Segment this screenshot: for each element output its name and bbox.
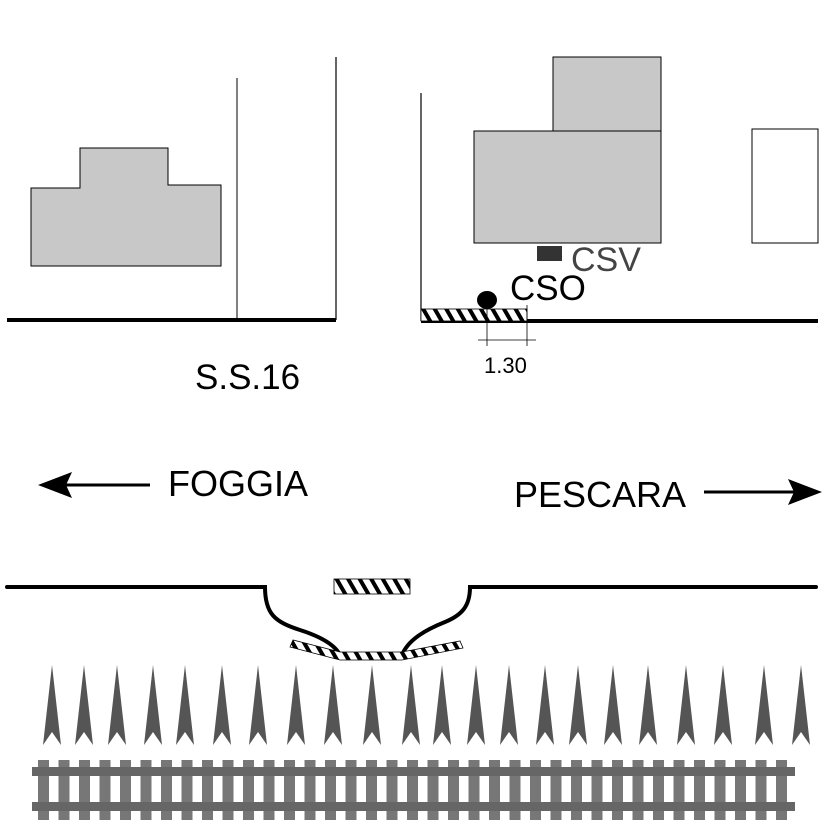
sleeper-7 [161,760,172,820]
sleeper-8 [181,760,193,820]
tree-9 [324,665,342,745]
tree-18 [639,665,657,745]
sidewalk-hatch [420,308,528,322]
sleeper-36 [755,760,767,820]
sleeper-27 [571,760,582,820]
sleeper-9 [202,760,213,820]
sleeper-4 [99,760,111,820]
sleeper-19 [407,760,418,820]
direction-foggia: FOGGIA [38,463,308,504]
sleeper-20 [427,760,439,820]
tree-8 [287,665,305,745]
sleeper-25 [530,760,541,820]
sleeper-32 [673,760,685,820]
sleeper-23 [489,760,500,820]
pescara-label: PESCARA [514,474,686,515]
csv-marker [537,246,562,261]
right-arrow-head [788,479,822,505]
sleeper-34 [714,760,726,820]
cso-marker [477,291,497,309]
tree-4 [144,665,162,745]
tree-20 [714,665,732,745]
sleeper-17 [366,760,377,820]
crosswalk-island [333,578,411,595]
tree-14 [500,665,518,745]
tree-11 [402,665,420,745]
sleeper-14 [304,760,316,820]
left-arrow-head [38,472,72,498]
south-road-edge [5,578,818,661]
bus-stop-platform [289,639,464,661]
tree-16 [569,665,587,745]
railway [32,760,795,820]
right-building-upper [552,56,662,132]
sleeper-5 [120,760,131,820]
sleeper-18 [386,760,398,820]
tree-6 [213,665,231,745]
sleeper-35 [735,760,746,820]
left-block [7,57,337,322]
dimension-label: 1.30 [484,353,527,378]
csv-label: CSV [571,241,641,279]
sleeper-33 [694,760,705,820]
rail-bottom [32,802,795,811]
sleeper-6 [140,760,152,820]
sleeper-1 [38,760,49,820]
sleeper-3 [79,760,90,820]
sleeper-31 [653,760,664,820]
tree-19 [677,665,695,745]
sleeper-13 [284,760,295,820]
tree-2 [75,665,93,745]
tree-1 [43,665,61,745]
tree-3 [108,665,126,745]
tree-13 [467,665,485,745]
right-outline-building [751,128,819,244]
road-label: S.S.16 [195,358,300,397]
sleeper-29 [612,760,623,820]
south-road-edge-line [5,585,818,657]
tree-15 [536,665,554,745]
railway-sleepers [38,760,787,820]
right-building-main [473,130,662,244]
foggia-label: FOGGIA [168,463,308,504]
sleeper-24 [509,760,521,820]
tree-17 [604,665,622,745]
right-block: CSV CSO 1.30 [420,56,819,378]
tree-row [43,665,810,745]
sleeper-10 [222,760,234,820]
sleeper-22 [468,760,480,820]
tree-12 [433,665,451,745]
sleeper-26 [550,760,562,820]
rail-top [32,767,795,776]
sleeper-21 [448,760,459,820]
sleeper-30 [632,760,644,820]
sleeper-2 [58,760,70,820]
sleeper-15 [325,760,336,820]
sleeper-37 [776,760,787,820]
sleeper-11 [243,760,254,820]
sleeper-16 [345,760,357,820]
sleeper-28 [591,760,603,820]
cso-label: CSO [510,269,586,308]
tree-21 [755,665,773,745]
tree-22 [792,665,810,745]
tree-5 [176,665,194,745]
tree-10 [363,665,381,745]
direction-pescara: PESCARA [514,474,822,515]
tree-7 [249,665,267,745]
left-building [30,147,222,267]
sleeper-12 [263,760,275,820]
